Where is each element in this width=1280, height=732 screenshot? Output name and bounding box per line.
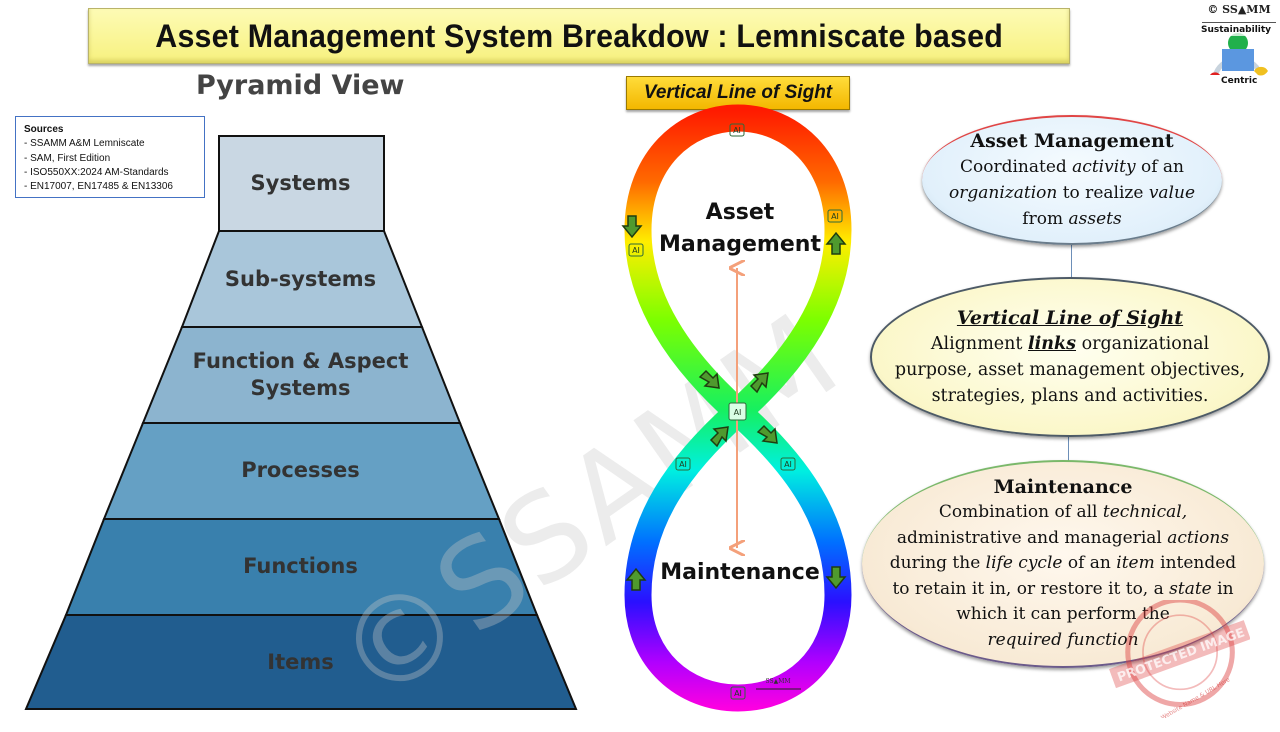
- ai-chip-icon: [628, 243, 644, 257]
- definition-line: Alignment links organizational: [930, 334, 1210, 354]
- ai-chip-icon: [729, 123, 745, 137]
- definition-line: Coordinated activity of an: [959, 157, 1184, 177]
- connector-line: [1068, 437, 1069, 461]
- source-item: - SSAMM A&M Lemniscate: [24, 138, 145, 150]
- definition-line: strategies, plans and activities.: [931, 386, 1209, 406]
- arrow-diagonal-icon: [756, 424, 778, 444]
- badge-label: Vertical Line of Sight: [643, 82, 833, 103]
- arrow-diagonal-icon: [709, 426, 729, 448]
- ai-chip-label: AI: [733, 126, 741, 135]
- title-banner: Asset Management System Breakdow : Lemni…: [88, 8, 1070, 64]
- pyramid-heading: Pyramid View: [196, 70, 405, 101]
- ssamm-logo: © SS▲MM Sustainability Centric: [1200, 3, 1278, 89]
- tier-label-items: Items: [267, 650, 334, 674]
- lemniscate-bottom-label: Maintenance: [660, 560, 820, 585]
- logo-label-sustainability: Sustainability: [1200, 25, 1273, 36]
- definition-line: to retain it in, or restore it to, a sta…: [892, 578, 1234, 599]
- tier-label-processes: Processes: [241, 458, 360, 482]
- definition-asset-management: Asset Management Coordinated activity of…: [922, 115, 1222, 245]
- source-item: - EN17007, EN17485 & EN13306: [24, 181, 173, 193]
- ai-chip-label: AI: [784, 460, 792, 469]
- ai-chip-icon: [780, 457, 796, 471]
- ai-chip-label: AI: [632, 246, 640, 255]
- sources-box: Sources - SSAMM A&M Lemniscate - SAM, Fi…: [15, 116, 205, 198]
- lemniscate-top-label-asset: Asset: [705, 200, 775, 225]
- definition-line: during the life cycle of an item intende…: [889, 553, 1237, 574]
- definition-line: administrative and managerial actions: [896, 527, 1230, 548]
- lemniscate-signature: SS▲MM: [765, 678, 790, 685]
- ai-chip-label: AI: [679, 460, 687, 469]
- pyramid-diagram: [24, 135, 578, 710]
- definition-vertical-line-of-sight: Vertical Line of Sight Alignment links o…: [870, 277, 1270, 437]
- definition-line: from assets: [1022, 209, 1122, 229]
- definition-heading: Asset Management: [970, 130, 1174, 152]
- ai-chip-icon: [730, 686, 746, 700]
- definition-maintenance: Maintenance Combination of all technical…: [862, 460, 1264, 668]
- tier-label-function-aspect: Function & Aspect: [192, 349, 409, 373]
- definition-line: organization to realize value: [949, 183, 1195, 203]
- lemniscate-top-label-management: Management: [659, 232, 821, 257]
- logo-label-centric: Centric: [1220, 76, 1259, 87]
- page-title: Asset Management System Breakdow : Lemni…: [155, 17, 1003, 54]
- arrow-diagonal-icon: [749, 372, 769, 394]
- arrow-diagonal-icon: [698, 369, 720, 389]
- tier-label-systems: Systems: [250, 171, 351, 195]
- logo-name: © SS▲MM: [1207, 3, 1271, 16]
- ai-chip-label: AI: [831, 212, 839, 221]
- source-item: - SAM, First Edition: [24, 152, 111, 164]
- ai-chip-icon: [728, 402, 747, 421]
- sustainability-icon: [1210, 33, 1268, 76]
- ai-chip-label: AI: [734, 689, 742, 698]
- source-item: - ISO550XX:2024 AM-Standards: [24, 166, 169, 178]
- sources-heading: Sources: [24, 124, 64, 135]
- definition-line: Combination of all technical,: [938, 502, 1188, 523]
- ai-chip-label: AI: [734, 408, 742, 417]
- logo-divider: [1202, 16, 1276, 23]
- arrow-up-icon: [625, 567, 647, 591]
- tier-label-sub-systems: Sub-systems: [224, 267, 377, 291]
- definition-line: which it can perform the: [956, 604, 1170, 625]
- arrow-up-icon: [825, 231, 847, 255]
- definition-heading: Vertical Line of Sight: [956, 307, 1184, 329]
- tier-items: [24, 614, 578, 710]
- definition-line: required function: [987, 629, 1139, 650]
- definition-line: purpose, asset management objectives,: [894, 360, 1246, 380]
- arrow-down-icon: [621, 215, 643, 239]
- ai-chip-icon: [827, 209, 843, 223]
- arrow-down-icon: [825, 566, 847, 590]
- tier-label-functions: Functions: [243, 554, 358, 578]
- logo-art: Sustainability Centric: [1200, 23, 1278, 89]
- ai-chip-icon: [675, 457, 691, 471]
- connector-line: [1071, 245, 1072, 278]
- definition-heading: Maintenance: [993, 475, 1133, 498]
- tier-label-function-aspect-systems: Systems: [250, 376, 351, 400]
